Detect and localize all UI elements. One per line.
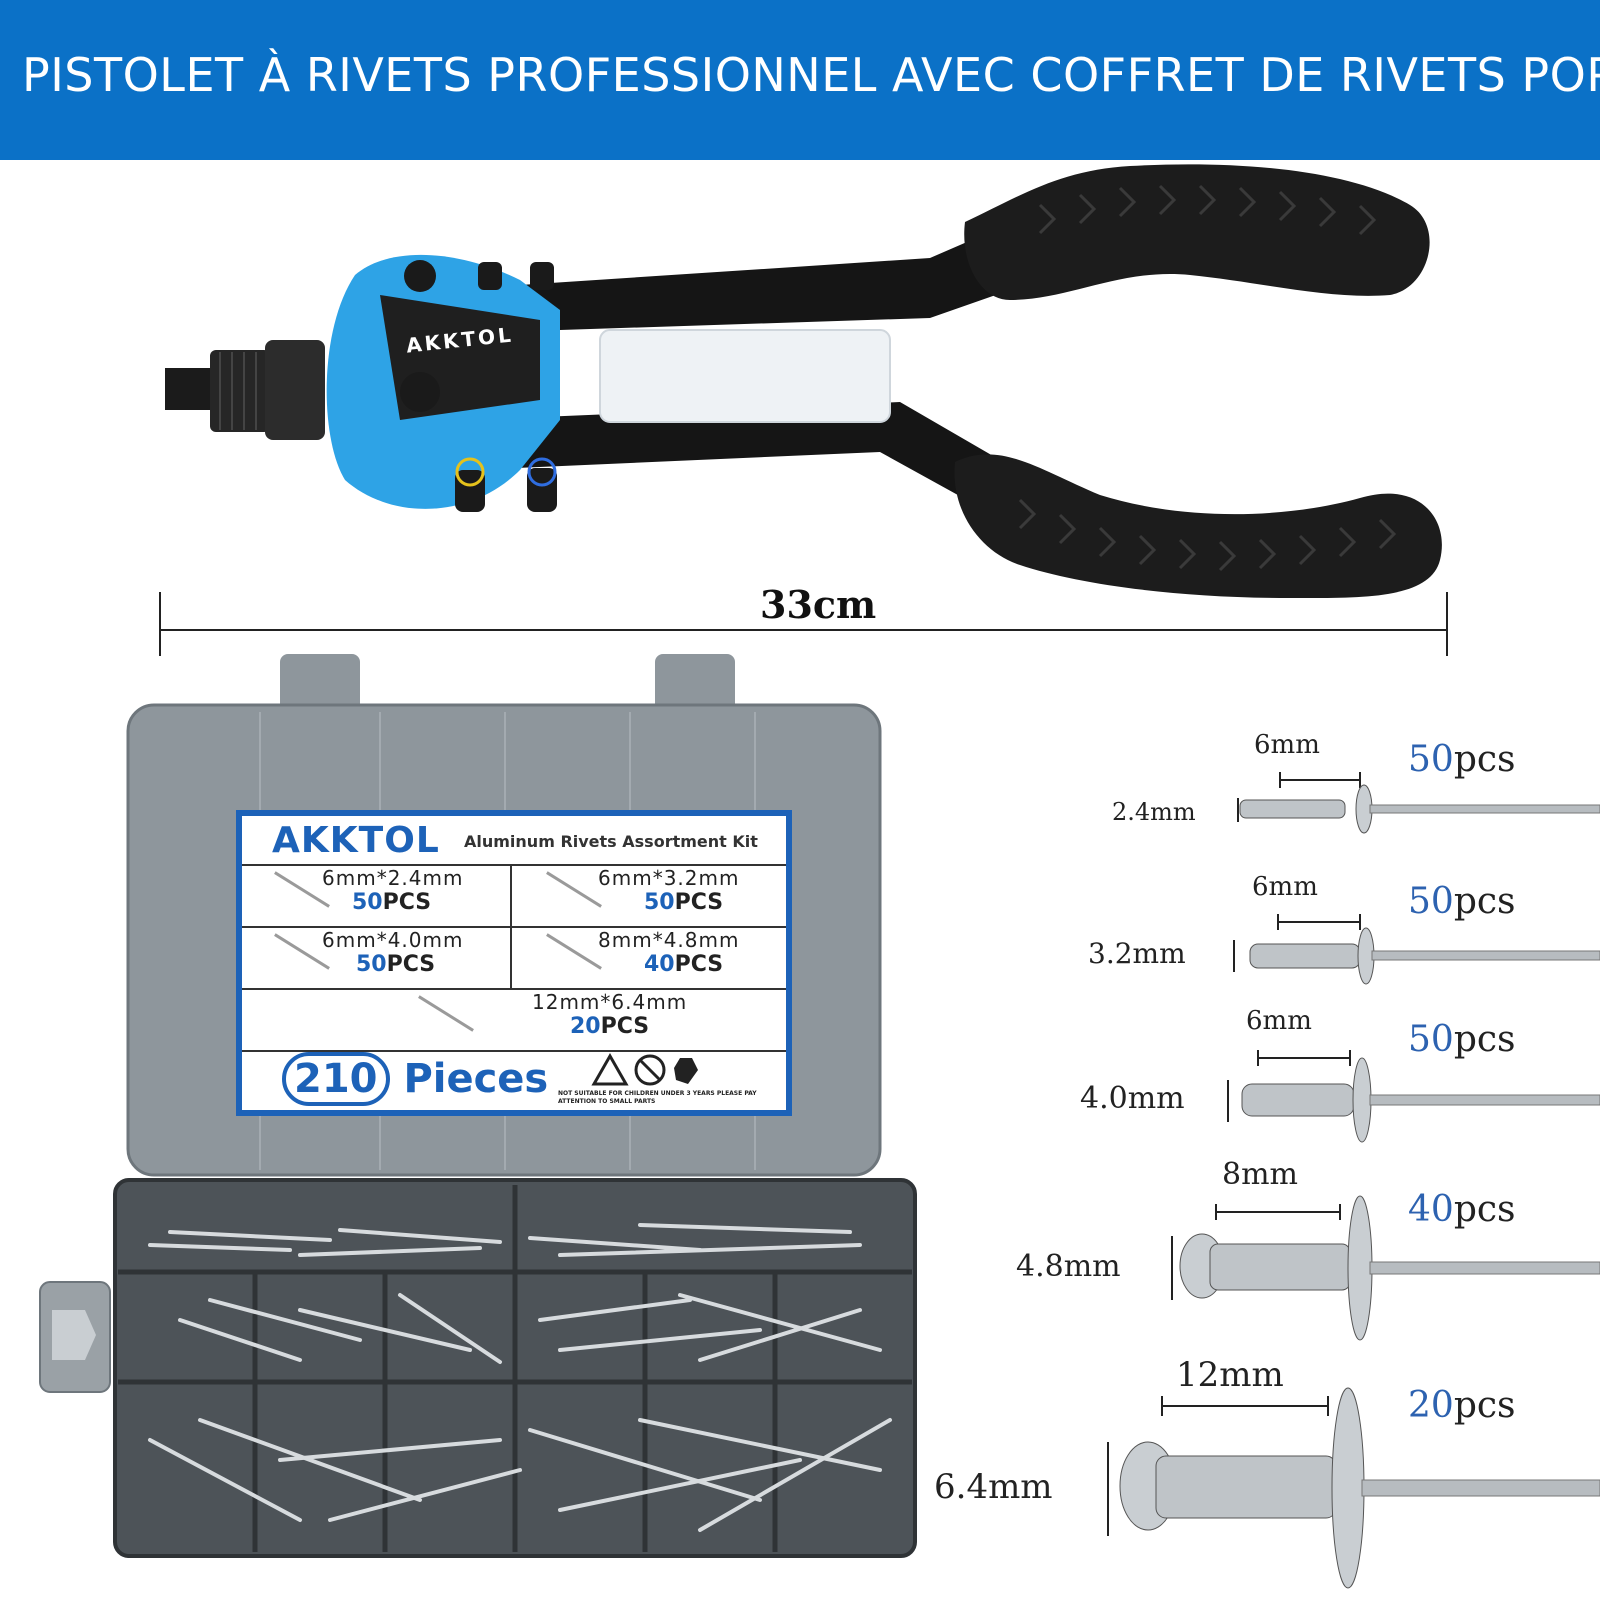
recycle-icon — [674, 1058, 698, 1084]
label-total: 210 Pieces — [282, 1052, 548, 1106]
rivet-diameter: 6.4mm — [934, 1467, 1053, 1507]
label-item: 6mm*2.4mm 50PCS — [322, 866, 463, 915]
label-kit-name: Aluminum Rivets Assortment Kit — [464, 832, 758, 851]
label-item-count: 50 — [644, 890, 675, 915]
label-item-size: 6mm*4.0mm — [322, 928, 464, 952]
safety-icons — [591, 1052, 698, 1086]
label-item-count: 20 — [570, 1014, 601, 1039]
rivet-length: 12mm — [1176, 1355, 1284, 1395]
rivet-pile — [148, 1223, 892, 1532]
rivet-diagram-4 — [1171, 1195, 1600, 1341]
label-item-count: 40 — [644, 952, 675, 977]
upper-arm — [520, 232, 1010, 330]
label-item-unit: PCS — [674, 952, 724, 977]
rivet-diagram-2 — [1233, 914, 1600, 985]
label-item-size: 12mm*6.4mm — [532, 990, 688, 1014]
no-children-icon — [634, 1054, 666, 1086]
label-item: 6mm*4.0mm 50PCS — [322, 928, 463, 977]
label-total-word: Pieces — [403, 1056, 549, 1102]
rivet-count: 50pcs — [1408, 881, 1516, 922]
rivet-diagram-5 — [1107, 1387, 1600, 1589]
label-item-size: 6mm*3.2mm — [598, 866, 740, 890]
lower-grip — [954, 454, 1442, 599]
nozzle-tip — [165, 368, 215, 410]
rivet-diameter: 4.0mm — [1080, 1081, 1185, 1116]
spring-sleeve — [599, 329, 891, 423]
label-item: 12mm*6.4mm 20PCS — [532, 990, 687, 1039]
rivet-count: 40pcs — [1408, 1189, 1516, 1230]
label-item-size: 8mm*4.8mm — [598, 928, 740, 952]
label-total-number: 210 — [282, 1052, 390, 1106]
label-item-count: 50 — [352, 890, 383, 915]
rivet-diagram-3 — [1227, 1050, 1600, 1143]
label-item-size: 6mm*2.4mm — [322, 866, 464, 890]
rivet-count: 20pcs — [1408, 1385, 1516, 1426]
label-item-unit: PCS — [600, 1014, 650, 1039]
rivet-count: 50pcs — [1408, 739, 1516, 780]
label-warning: NOT SUITABLE FOR CHILDREN UNDER 3 YEARS … — [558, 1090, 757, 1105]
rivet-length: 6mm — [1252, 872, 1318, 902]
banner-title: PISTOLET À RIVETS PROFESSIONNEL AVEC COF… — [22, 48, 1600, 102]
label-item-count: 50 — [356, 952, 387, 977]
title-banner: PISTOLET À RIVETS PROFESSIONNEL AVEC COF… — [0, 0, 1600, 160]
label-item: 8mm*4.8mm 40PCS — [598, 928, 739, 977]
warning-triangle-icon — [591, 1052, 629, 1086]
label-item: 6mm*3.2mm 50PCS — [598, 866, 739, 915]
box-label: AKKTOL Aluminum Rivets Assortment Kit 6m… — [236, 810, 792, 1116]
upper-grip — [964, 164, 1430, 300]
rivet-diameter: 2.4mm — [1112, 798, 1196, 826]
rivet-diameter: 4.8mm — [1016, 1249, 1121, 1284]
label-item-unit: PCS — [674, 890, 724, 915]
label-item-unit: PCS — [382, 890, 432, 915]
rivet-diameter: 3.2mm — [1088, 937, 1186, 970]
label-item-unit: PCS — [386, 952, 436, 977]
rivet-length: 6mm — [1246, 1006, 1312, 1036]
rivet-length: 8mm — [1222, 1157, 1298, 1192]
rivet-length: 6mm — [1254, 730, 1320, 760]
lower-arm — [470, 402, 1000, 510]
label-brand: AKKTOL — [272, 820, 440, 861]
rivet-diagram-1 — [1237, 772, 1600, 834]
rivet-count: 50pcs — [1408, 1019, 1516, 1060]
tool-length-label: 33cm — [760, 582, 877, 627]
